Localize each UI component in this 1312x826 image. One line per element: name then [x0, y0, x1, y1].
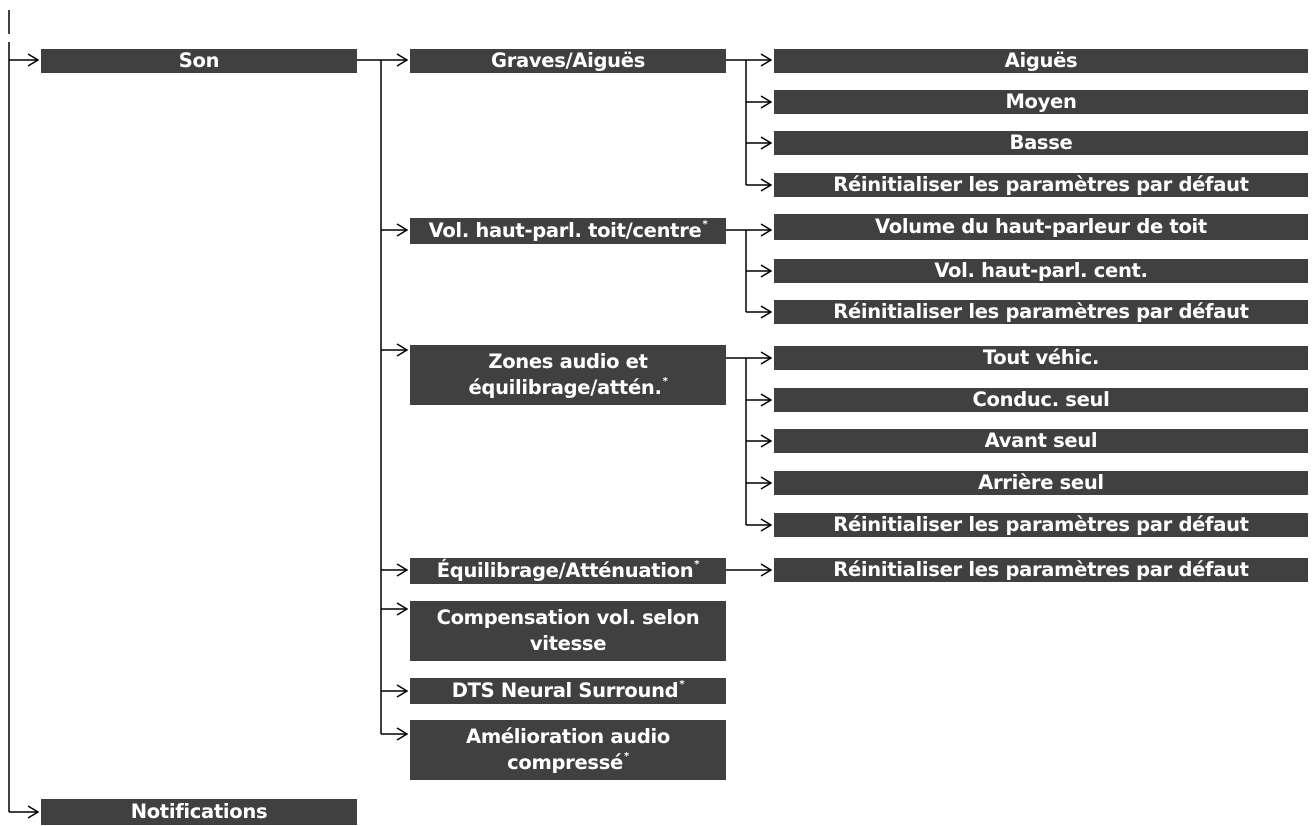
submenu-item-label: Tout véhic. [982, 346, 1100, 369]
submenu-item-reset-equilibrage[interactable]: Réinitialiser les paramètres par défaut [774, 558, 1308, 582]
menu-item-compensation[interactable]: Compensation vol. selon vitesse [410, 601, 726, 661]
submenu-item-label: Moyen [1005, 90, 1077, 113]
submenu-item-label: Réinitialiser les paramètres par défaut [833, 558, 1249, 581]
submenu-item-label: Conduc. seul [972, 388, 1110, 411]
menu-item-zones-audio-line2: équilibrage/attén. [468, 376, 662, 399]
menu-item-compensation-line1: Compensation vol. selon [436, 606, 700, 629]
submenu-item-label: Réinitialiser les paramètres par défaut [833, 513, 1249, 536]
submenu-item-label: Avant seul [984, 429, 1098, 452]
menu-item-notifications[interactable]: Notifications [41, 799, 357, 825]
menu-item-equilibrage-label: Équilibrage/Atténuation [436, 559, 694, 582]
footnote-mark: * [702, 218, 708, 230]
submenu-item-label: Volume du haut-parleur de toit [875, 215, 1207, 238]
submenu-item-moyen[interactable]: Moyen [774, 90, 1308, 114]
submenu-item-label: Vol. haut-parl. cent. [934, 259, 1148, 282]
submenu-item-vol-cent[interactable]: Vol. haut-parl. cent. [774, 259, 1308, 283]
menu-item-zones-audio[interactable]: Zones audio et équilibrage/attén.* [410, 345, 726, 405]
menu-item-dts[interactable]: DTS Neural Surround* [410, 678, 726, 704]
menu-item-dts-label: DTS Neural Surround [451, 679, 679, 702]
submenu-item-tout-vehic[interactable]: Tout véhic. [774, 346, 1308, 370]
menu-item-notifications-label: Notifications [130, 800, 268, 823]
menu-item-vol-toit-centre[interactable]: Vol. haut-parl. toit/centre* [410, 218, 726, 244]
footnote-mark: * [623, 750, 629, 762]
menu-item-amelioration-line2: compressé [507, 751, 623, 774]
menu-item-equilibrage[interactable]: Équilibrage/Atténuation* [410, 558, 726, 584]
menu-item-compensation-line2: vitesse [529, 632, 607, 655]
menu-item-amelioration-line1: Amélioration audio [466, 725, 670, 748]
menu-item-graves-aigues-label: Graves/Aiguës [491, 49, 645, 72]
footnote-mark: * [662, 375, 668, 387]
submenu-item-label: Aiguës [1004, 49, 1078, 72]
menu-item-graves-aigues[interactable]: Graves/Aiguës [410, 49, 726, 73]
footnote-mark: * [694, 558, 700, 570]
submenu-item-avant-seul[interactable]: Avant seul [774, 429, 1308, 453]
submenu-item-label: Arrière seul [978, 471, 1104, 494]
submenu-item-volume-toit[interactable]: Volume du haut-parleur de toit [774, 214, 1308, 240]
menu-item-son[interactable]: Son [41, 49, 357, 73]
submenu-item-label: Basse [1009, 131, 1073, 154]
submenu-item-label: Réinitialiser les paramètres par défaut [833, 173, 1249, 196]
submenu-item-basse[interactable]: Basse [774, 131, 1308, 155]
submenu-item-reset-graves[interactable]: Réinitialiser les paramètres par défaut [774, 173, 1308, 197]
submenu-item-reset-vol[interactable]: Réinitialiser les paramètres par défaut [774, 300, 1308, 324]
submenu-item-aigues[interactable]: Aiguës [774, 49, 1308, 73]
menu-item-son-label: Son [178, 49, 220, 72]
submenu-item-conduc-seul[interactable]: Conduc. seul [774, 388, 1308, 412]
submenu-item-arriere-seul[interactable]: Arrière seul [774, 471, 1308, 495]
menu-item-zones-audio-line1: Zones audio et [488, 350, 648, 373]
menu-item-amelioration[interactable]: Amélioration audio compressé* [410, 720, 726, 780]
submenu-item-reset-zones[interactable]: Réinitialiser les paramètres par défaut [774, 513, 1308, 537]
footnote-mark: * [679, 678, 685, 690]
submenu-item-label: Réinitialiser les paramètres par défaut [833, 300, 1249, 323]
menu-item-vol-toit-centre-label: Vol. haut-parl. toit/centre [428, 219, 702, 242]
